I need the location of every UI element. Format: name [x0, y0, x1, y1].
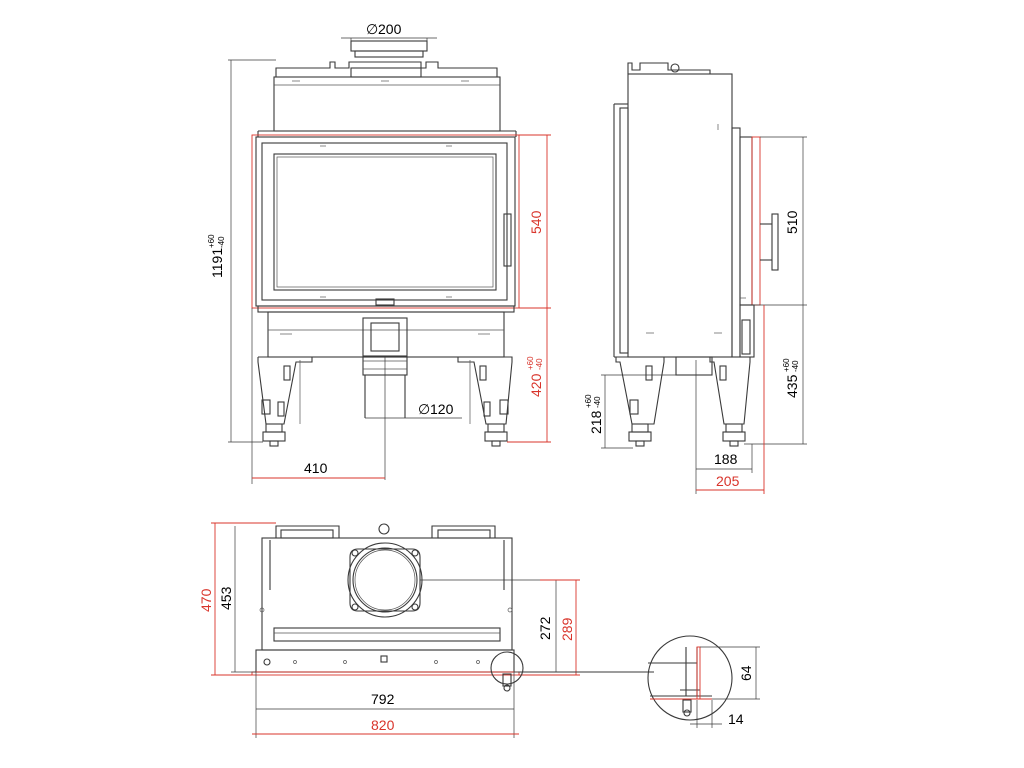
glass-base-tol-minus: -40: [791, 360, 800, 372]
outlet-diameter-label: 120: [430, 401, 454, 417]
front-door-red-outline: [251, 134, 520, 309]
top-view: 470 453 272 289 792 820: [198, 522, 654, 738]
flue-diameter-label: 200: [378, 21, 402, 37]
glass-height-label: 510: [784, 210, 800, 234]
flue-center-inner-label: 272: [537, 616, 553, 640]
detail-frame-height-label: 64: [738, 665, 754, 681]
top-depth-outer-label: 470: [198, 588, 214, 612]
outlet-offset-label: 410: [304, 460, 328, 476]
bottom-height-label: 218: [588, 410, 604, 434]
total-height-tol-minus: -40: [217, 236, 226, 248]
door-base-tol-plus: +60: [526, 356, 535, 370]
side-view: 510 435 +60 -40 218 +60 -40 188 205: [584, 62, 807, 494]
flue-diameter-symbol: ∅: [366, 21, 378, 37]
bottom-tol-minus: -40: [593, 396, 602, 408]
glass-base-height-label: 435: [784, 374, 800, 398]
detail-frame-offset-label: 14: [728, 711, 744, 727]
detail-view: 64 14: [647, 635, 760, 728]
top-depth-inner-label: 453: [218, 586, 234, 610]
total-height-tol-plus: +60: [207, 234, 216, 248]
door-base-tol-minus: -40: [535, 358, 544, 370]
width-inner-label: 792: [371, 691, 395, 707]
foot-depth-label: 188: [714, 451, 738, 467]
flue-center-outer-label: 289: [559, 617, 575, 641]
glass-base-tol-plus: +60: [782, 358, 791, 372]
bottom-tol-plus: +60: [584, 394, 593, 408]
front-depth-label: 205: [716, 473, 740, 489]
door-height-label: 540: [528, 210, 544, 234]
outlet-diameter-symbol: ∅: [418, 401, 430, 417]
door-base-height-label: 420: [528, 373, 544, 397]
total-height-label: 1191: [209, 248, 225, 278]
front-view: ∅ 200 1191 +60 -40 540 420 +60 -40 ∅ 120…: [207, 21, 551, 484]
width-outer-label: 820: [371, 717, 395, 733]
